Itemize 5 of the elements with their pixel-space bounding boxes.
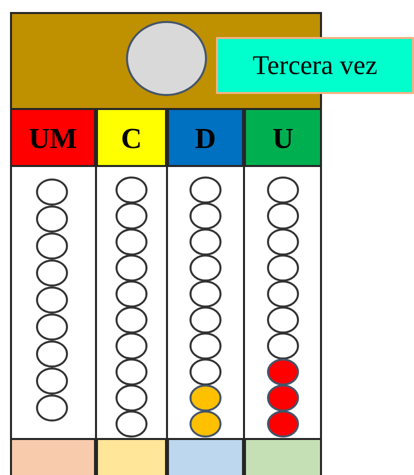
column-header: UM (10, 108, 96, 167)
column-header: U (244, 108, 322, 167)
column-header: C (96, 108, 167, 167)
label-box: Tercera vez (216, 37, 414, 94)
column-header: D (167, 108, 244, 167)
